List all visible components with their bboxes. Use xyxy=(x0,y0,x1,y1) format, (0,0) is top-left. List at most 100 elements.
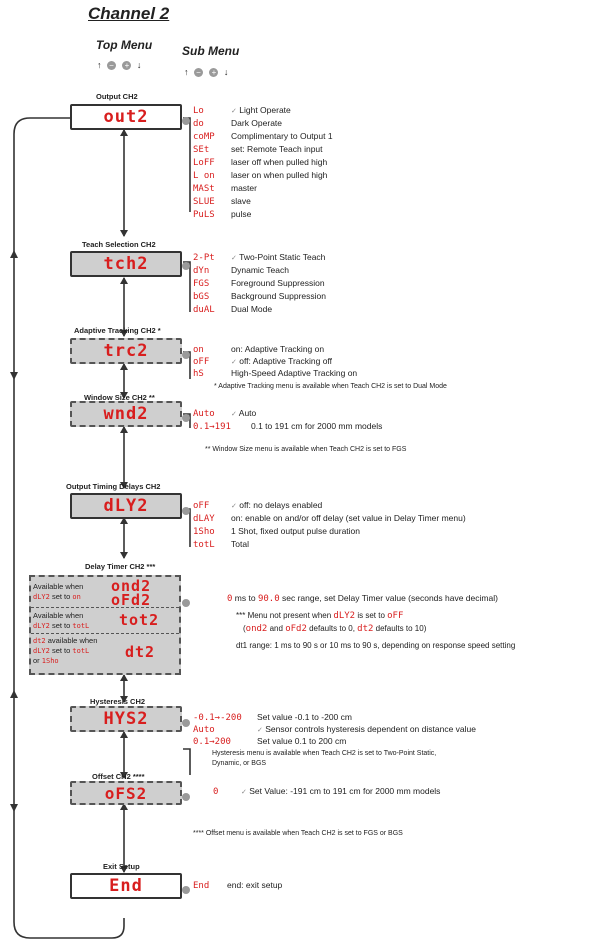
offset-display-text: oFS2 xyxy=(104,783,148,803)
adaptive-display: trc2 xyxy=(70,338,182,364)
adaptive-note: * Adaptive Tracking menu is available wh… xyxy=(214,383,447,390)
minus-button-icon: − xyxy=(106,61,116,70)
minus-plus-icon xyxy=(181,594,191,612)
offset-display: oFS2 xyxy=(70,781,182,805)
output-display-text: out2 xyxy=(103,107,149,127)
timing-display: dLY2 xyxy=(70,493,182,519)
hyst-display-text: HYS2 xyxy=(103,709,149,729)
exit-display: End xyxy=(70,873,182,899)
timing-display-text: dLY2 xyxy=(103,496,149,516)
hyst-label: Hysteresis CH2 xyxy=(90,697,146,706)
adaptive-display-text: trc2 xyxy=(103,341,149,361)
output-display: out2 xyxy=(70,104,182,130)
sub-menu-nav: ↑ − + ↓ xyxy=(184,62,228,80)
offset-note: **** Offset menu is available when Teach… xyxy=(193,830,403,837)
top-menu-header: Top Menu xyxy=(96,38,153,52)
teach-display: tch2 xyxy=(70,251,182,277)
minus-plus-icon xyxy=(181,257,191,275)
up-arrow-icon: ↑ xyxy=(97,60,102,70)
sub-menu-header: Sub Menu xyxy=(182,44,240,58)
exit-display-text: End xyxy=(109,876,143,896)
option-item: 2-Pt✓ Two-Point Static Teach xyxy=(193,252,326,263)
down-arrow-icon: ↓ xyxy=(223,67,229,77)
delay-range: 0 ms to 90.0 sec range, set Delay Timer … xyxy=(227,593,498,604)
delay-total-display: tot2 xyxy=(119,611,160,629)
minus-plus-icon xyxy=(181,409,191,427)
exit-label: Exit Setup xyxy=(103,862,140,871)
plus-button-icon: + xyxy=(209,68,219,77)
teach-display-text: tch2 xyxy=(103,254,149,274)
up-arrow-icon: ↑ xyxy=(184,67,189,77)
delay-avail-3: dt2 available when dLY2 set to totL or 1… xyxy=(33,636,98,665)
minus-plus-icon xyxy=(181,112,191,130)
option-item: Auto✓ Sensor controls hysteresis depende… xyxy=(193,724,476,735)
delay-dt-display: dt2 xyxy=(125,643,156,661)
plus-button-icon: + xyxy=(122,61,132,70)
window-display-text: wnd2 xyxy=(103,404,149,424)
offset-label: Offset CH2 **** xyxy=(92,772,145,781)
timing-label: Output Timing Delays CH2 xyxy=(66,482,161,491)
delay-note-1: *** Menu not present when dLY2 is set to… xyxy=(236,611,404,621)
hyst-display: HYS2 xyxy=(70,706,182,732)
hyst-note-1: Hysteresis menu is available when Teach … xyxy=(212,750,437,757)
option-item: oFF✓ off: no delays enabled xyxy=(193,500,323,511)
option-item: oFF✓ off: Adaptive Tracking off xyxy=(193,356,333,367)
window-display: wnd2 xyxy=(70,401,182,427)
offset-options: 0✓ Set Value: -191 cm to 191 cm for 2000… xyxy=(193,786,583,800)
teach-label: Teach Selection CH2 xyxy=(82,240,156,249)
delay-label: Delay Timer CH2 *** xyxy=(85,562,156,571)
delay-on-display: ond2 xyxy=(111,577,152,595)
minus-plus-icon xyxy=(181,346,191,364)
minus-plus-icon xyxy=(181,881,191,899)
delay-off-display: oFd2 xyxy=(111,591,152,609)
minus-plus-icon xyxy=(181,714,191,732)
delay-avail-2: Available when dLY2 set to totL xyxy=(33,611,90,630)
delay-note-2: (ond2 and oFd2 defaults to 0, dt2 defaul… xyxy=(243,624,427,634)
output-label: Output CH2 xyxy=(96,92,138,101)
option-item: 0✓ Set Value: -191 cm to 191 cm for 2000… xyxy=(213,786,441,797)
window-note: ** Window Size menu is available when Te… xyxy=(205,446,407,453)
delay-avail-1: Available when dLY2 set to on xyxy=(33,582,84,601)
minus-plus-icon xyxy=(181,502,191,520)
delay-group: Available when dLY2 set to on ond2 oFd2 … xyxy=(29,575,181,675)
option-item: Lo✓ Light Operate xyxy=(193,105,291,116)
down-arrow-icon: ↓ xyxy=(136,60,142,70)
minus-plus-icon xyxy=(181,788,191,806)
window-label: Window Size CH2 ** xyxy=(84,393,155,402)
minus-button-icon: − xyxy=(193,68,203,77)
option-item: Auto✓ Auto xyxy=(193,408,257,419)
adaptive-label: Adaptive Tracking CH2 * xyxy=(74,326,161,335)
page-title: Channel 2 xyxy=(88,4,170,23)
top-menu-nav: ↑ − + ↓ xyxy=(97,55,141,73)
hyst-note-2: Dynamic, or BGS xyxy=(212,760,267,767)
delay-note-3: dt1 range: 1 ms to 90 s or 10 ms to 90 s… xyxy=(236,641,516,650)
